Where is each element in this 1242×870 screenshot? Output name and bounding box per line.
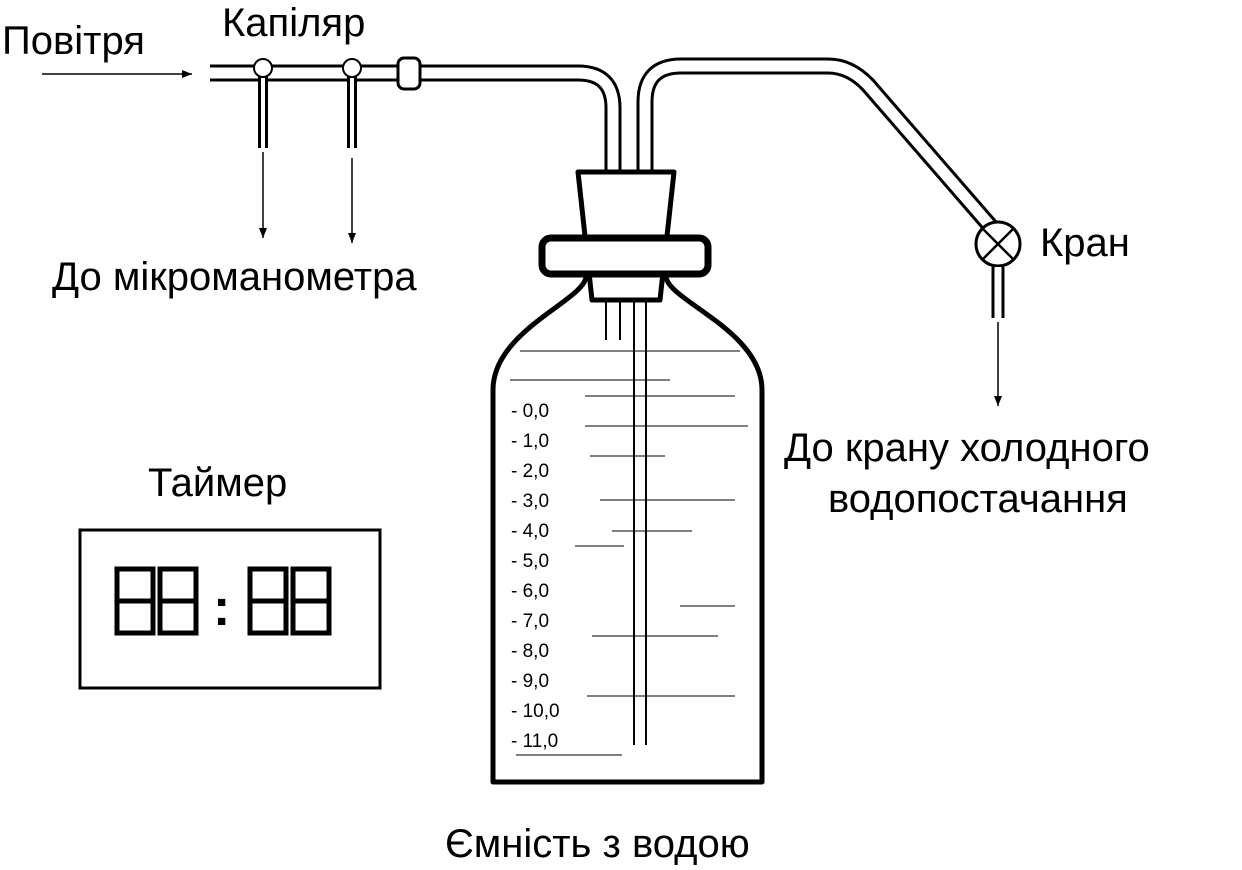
tap-label-line2: водопостачання [828,477,1128,521]
tube-coupling [396,56,422,91]
scale-mark: - 4,0 [511,521,549,542]
scale-mark: - 10,0 [511,701,560,722]
scale-mark: - 9,0 [511,671,549,692]
scale-mark: - 5,0 [511,551,549,572]
valve-icon [974,220,1022,268]
bottle-collar [538,234,712,278]
timer-separator: : [213,579,230,637]
scale-mark: - 1,0 [511,431,549,452]
micromanometer-label: До мікроманометра [52,255,417,299]
valve-label: Кран [1040,221,1130,265]
digit-1 [114,566,156,636]
digit-3 [247,566,289,636]
water-vessel [490,275,765,785]
timer-digits [114,566,332,636]
scale-mark: - 2,0 [511,461,549,482]
inlet-tube [210,64,622,172]
timer-label: Таймер [148,461,287,505]
digit-2 [157,566,199,636]
capillary-tap-2 [342,58,362,148]
scale-mark: - 11,0 [511,731,558,752]
capillary-label: Капіляр [222,1,365,45]
vessel-label: Ємність з водою [445,822,750,865]
tap-label-line1: До крану холодного [784,426,1150,470]
outlet-tube [636,57,999,234]
scale-mark: - 8,0 [511,641,549,662]
scale-mark: - 0,0 [511,401,549,422]
inlet-tube-inside [605,300,621,340]
water-level-lines [510,350,748,756]
scale-mark: - 7,0 [511,611,549,632]
scale-mark: - 3,0 [511,491,549,512]
immersion-tube [633,300,647,745]
digit-4 [290,566,332,636]
scale-mark: - 6,0 [511,581,549,602]
scale: - 0,0 - 1,0 - 2,0 - 3,0 - 4,0 - 5,0 - 6,… [511,401,560,752]
air-label: Повітря [2,19,145,63]
capillary-tap-1 [253,58,273,148]
